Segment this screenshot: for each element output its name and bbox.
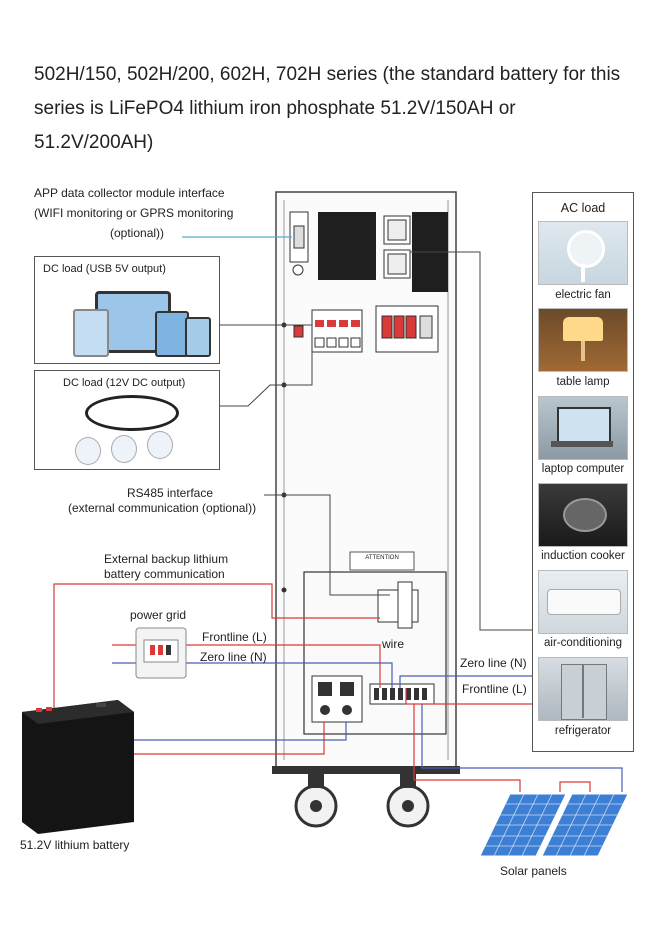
wire-label: wire bbox=[382, 637, 405, 651]
app-module-label-3: (optional)) bbox=[110, 226, 165, 240]
app-module-label: APP data collector module interface bbox=[34, 186, 225, 200]
ac-load-header: AC load bbox=[560, 201, 606, 215]
power-grid-box bbox=[135, 627, 187, 679]
page-title: 502H/150, 502H/200, 602H, 702H series (t… bbox=[34, 64, 621, 153]
fan-icon bbox=[538, 221, 628, 285]
ac-item-label: laptop computer bbox=[541, 463, 625, 475]
vent-grille-left bbox=[318, 212, 376, 280]
ext-battery-label-2: battery communication bbox=[104, 567, 225, 581]
dc-12v-load-box: DC load (12V DC output) bbox=[34, 370, 220, 470]
app-module-label-2: (WIFI monitoring or GPRS monitoring bbox=[34, 206, 234, 220]
frontline-right-label: Frontline (L) bbox=[462, 682, 527, 696]
ac-item-label: refrigerator bbox=[554, 725, 612, 737]
dc-usb-load-box: DC load (USB 5V output) bbox=[34, 256, 220, 364]
lithium-battery bbox=[22, 700, 134, 834]
solar-panels bbox=[479, 793, 629, 857]
lamp-icon bbox=[538, 308, 628, 372]
rs485-label-2: (external communication (optional)) bbox=[68, 501, 257, 515]
ac-item-label: induction cooker bbox=[541, 550, 625, 562]
battery-label: 51.2V lithium battery bbox=[20, 838, 130, 852]
ac-load-panel: AC load electric fan table lamp laptop c… bbox=[532, 192, 634, 752]
power-grid-label: power grid bbox=[130, 608, 187, 622]
ac-item-label: air-conditioning bbox=[544, 637, 622, 649]
solar-label: Solar panels bbox=[500, 864, 567, 878]
ext-battery-label: External backup lithium bbox=[104, 552, 229, 566]
frontline-left-label: Frontline (L) bbox=[202, 630, 267, 644]
dc-usb-label: DC load (USB 5V output) bbox=[43, 263, 166, 275]
zero-line-left-label: Zero line (N) bbox=[200, 650, 267, 664]
inverter-cabinet bbox=[272, 191, 460, 828]
bulbs-icon bbox=[75, 395, 185, 465]
rs485-label: RS485 interface bbox=[126, 486, 214, 500]
zero-line-right-label: Zero line (N) bbox=[460, 656, 527, 670]
aircon-icon bbox=[538, 570, 628, 634]
laptop-icon bbox=[538, 396, 628, 460]
ac-item-label: table lamp bbox=[556, 376, 610, 388]
cooker-icon bbox=[538, 483, 628, 547]
attention-label: ATTENTION bbox=[365, 555, 399, 561]
devices-icon bbox=[65, 287, 215, 357]
dc-12v-label: DC load (12V DC output) bbox=[63, 377, 186, 389]
fridge-icon bbox=[538, 657, 628, 721]
ac-item-label: electric fan bbox=[555, 289, 611, 301]
